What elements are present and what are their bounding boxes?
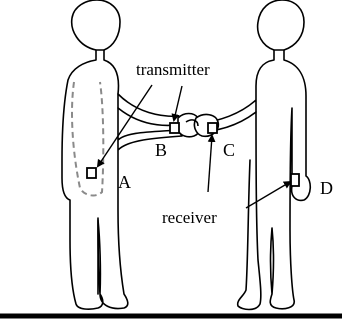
arrow-receiver-to-d — [246, 182, 290, 208]
electrode-label-c: C — [223, 140, 235, 160]
electrode-label-d: D — [320, 178, 333, 198]
right-person-head — [258, 0, 304, 50]
left-person-arm-upper — [118, 94, 184, 116]
left-person-head — [72, 0, 120, 50]
receiver-label: receiver — [162, 208, 217, 227]
arrow-transmitter-to-a — [98, 85, 152, 166]
right-person — [196, 0, 310, 310]
electrode-label-b: B — [155, 140, 167, 160]
electrode-c — [208, 123, 217, 133]
electrode-d — [291, 174, 299, 186]
transmitter-label: transmitter — [136, 60, 210, 79]
arrow-receiver-to-c — [208, 136, 212, 192]
electrode-a — [87, 168, 96, 178]
electrode-b — [170, 123, 179, 133]
electrode-label-a: A — [118, 172, 131, 192]
